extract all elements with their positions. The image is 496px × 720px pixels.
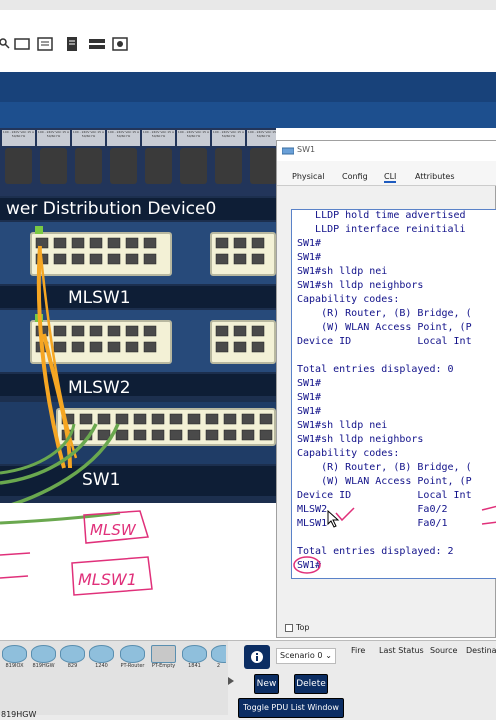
window-titlebar[interactable]: SW1 (277, 141, 496, 161)
psu-outlet: 100 - 240V VAC 15 A 50/60 Hz (2, 130, 35, 192)
cli-line: (R) Router, (B) Bridge, ( (297, 462, 472, 473)
title-strip: ıı (0, 0, 496, 17)
cli-line: (W) WLAN Access Point, (P (297, 322, 472, 333)
device-label-mlsw2: MLSW2 (68, 378, 131, 398)
device-icon[interactable]: 819IOX (2, 645, 27, 671)
device-icon[interactable]: 2 (211, 645, 226, 671)
cli-line: LLDP interface reinitiali (297, 224, 466, 235)
scenario-value: Scenario 0 (280, 651, 323, 660)
selected-device-label: 819HGW (1, 710, 37, 719)
cli-line: SW1#sh lldp neighbors (297, 280, 424, 291)
cli-line: SW1# (297, 238, 322, 249)
tab-cli[interactable]: CLI (384, 172, 397, 183)
device-icon[interactable]: 819HGW (31, 645, 56, 671)
device-icon[interactable]: PT-Router (120, 645, 145, 671)
scroll-right-icon[interactable] (228, 677, 234, 685)
cli-line: SW1# (297, 252, 322, 263)
document-icon[interactable] (66, 36, 78, 52)
col-fire: Fire (351, 646, 366, 655)
sw1-window[interactable]: SW1 Physical Config CLI Attributes LLDP … (276, 140, 496, 638)
palette-icon[interactable] (88, 36, 106, 52)
psu-outlet: 100 - 240V VAC 15 A 50/60 Hz (107, 130, 140, 192)
chevron-down-icon: ⌄ (325, 651, 332, 660)
physical-workspace[interactable]: 100 - 240V VAC 15 A 50/60 Hz 100 - 240V … (0, 128, 276, 640)
cluster-icon[interactable] (112, 36, 128, 52)
cli-terminal[interactable]: LLDP hold time advertised LLDP interface… (291, 209, 496, 579)
bottom-panel: 819IOX 819HGW 829 1240 PT-Router PT-Empt… (0, 640, 496, 720)
col-source: Source (430, 646, 458, 655)
device-icon[interactable]: 1841 (182, 645, 207, 671)
checkbox-box[interactable] (285, 623, 293, 632)
psu-outlet: 100 - 240V VAC 15 A 50/60 Hz (177, 130, 210, 192)
tab-attributes[interactable]: Attributes (415, 172, 455, 181)
cli-line: MLSW2 Fa0/2 (297, 504, 448, 515)
top-checkbox[interactable]: Top (285, 623, 310, 632)
rectangle-icon[interactable] (14, 36, 30, 52)
toggle-pdu-list-button[interactable]: Toggle PDU List Window (238, 698, 344, 718)
toolbar (0, 10, 496, 72)
cli-line: SW1#sh lldp neighbors (297, 434, 424, 445)
info-icon (251, 651, 263, 663)
cli-line: SW1#sh lldp nei (297, 420, 388, 431)
device-icon[interactable]: PT-Empty (151, 645, 176, 671)
cli-line: SW1# (297, 406, 322, 417)
annotation-area: MLSW MLSW1 (0, 503, 276, 640)
cli-annotations (293, 505, 496, 574)
scenario-select[interactable]: Scenario 0⌄ (276, 648, 336, 664)
col-destination: Destina (466, 646, 496, 655)
band (0, 286, 276, 308)
cli-line: SW1# (297, 378, 322, 389)
handwritten-note-1: MLSW (90, 521, 137, 539)
device-label-sw1: SW1 (82, 470, 121, 490)
tab-bar: Physical Config CLI Attributes (277, 161, 496, 186)
port-block[interactable] (56, 408, 276, 446)
col-last-status: Last Status (379, 646, 424, 655)
workspace-subheader-bar (0, 102, 496, 128)
workspace-header-bar (0, 72, 496, 102)
new-button[interactable]: New (254, 674, 279, 694)
note-icon[interactable] (37, 36, 53, 52)
cli-line: SW1#sh lldp nei (297, 266, 388, 277)
cli-line: Device ID Local Int (297, 490, 472, 501)
cli-line: Capability codes: (297, 294, 400, 305)
cursor-icon (327, 510, 340, 528)
cables-layer (0, 226, 273, 503)
cli-line: MLSW1 Fa0/1 (297, 518, 448, 529)
device-icon[interactable]: 1240 (89, 645, 114, 671)
delete-button[interactable]: Delete (294, 674, 328, 694)
cli-line: SW1# (297, 560, 322, 571)
cli-line: Device ID Local Int (297, 336, 472, 347)
top-checkbox-label: Top (296, 623, 310, 632)
tab-config[interactable]: Config (342, 172, 368, 181)
device-icon[interactable]: 829 (60, 645, 85, 671)
cli-line: Capability codes: (297, 448, 400, 459)
cli-line: LLDP hold time advertised (297, 210, 466, 221)
realtime-button[interactable] (244, 645, 270, 669)
rack: 100 - 240V VAC 15 A 50/60 Hz 100 - 240V … (0, 128, 276, 503)
device-palette: 819IOX 819HGW 829 1240 PT-Router PT-Empt… (0, 641, 228, 715)
psu-outlet: 100 - 240V VAC 15 A 50/60 Hz (142, 130, 175, 192)
cli-line: (R) Router, (B) Bridge, ( (297, 308, 472, 319)
power-distribution-panel: 100 - 240V VAC 15 A 50/60 Hz 100 - 240V … (0, 128, 276, 196)
psu-outlet: 100 - 240V VAC 15 A 50/60 Hz (72, 130, 105, 192)
cli-line: SW1# (297, 392, 322, 403)
tab-physical[interactable]: Physical (292, 172, 325, 181)
cli-line: Total entries displayed: 2 (297, 546, 454, 557)
device-label-mlsw1: MLSW1 (68, 288, 131, 308)
psu-outlet: 100 - 240V VAC 15 A 50/60 Hz (247, 130, 276, 192)
cli-line: (W) WLAN Access Point, (P (297, 476, 472, 487)
handwritten-note-2: MLSW1 (78, 570, 137, 589)
zoom-icon[interactable] (0, 36, 10, 52)
sketch-layer: MLSW MLSW1 (0, 510, 153, 596)
window-title: SW1 (297, 145, 316, 154)
band (0, 374, 276, 396)
power-device-label: wer Distribution Device0 (0, 198, 276, 220)
psu-outlet: 100 - 240V VAC 15 A 50/60 Hz (37, 130, 70, 192)
psu-outlet: 100 - 240V VAC 15 A 50/60 Hz (212, 130, 245, 192)
cli-line: Total entries displayed: 0 (297, 364, 454, 375)
switch-icon (282, 147, 294, 155)
